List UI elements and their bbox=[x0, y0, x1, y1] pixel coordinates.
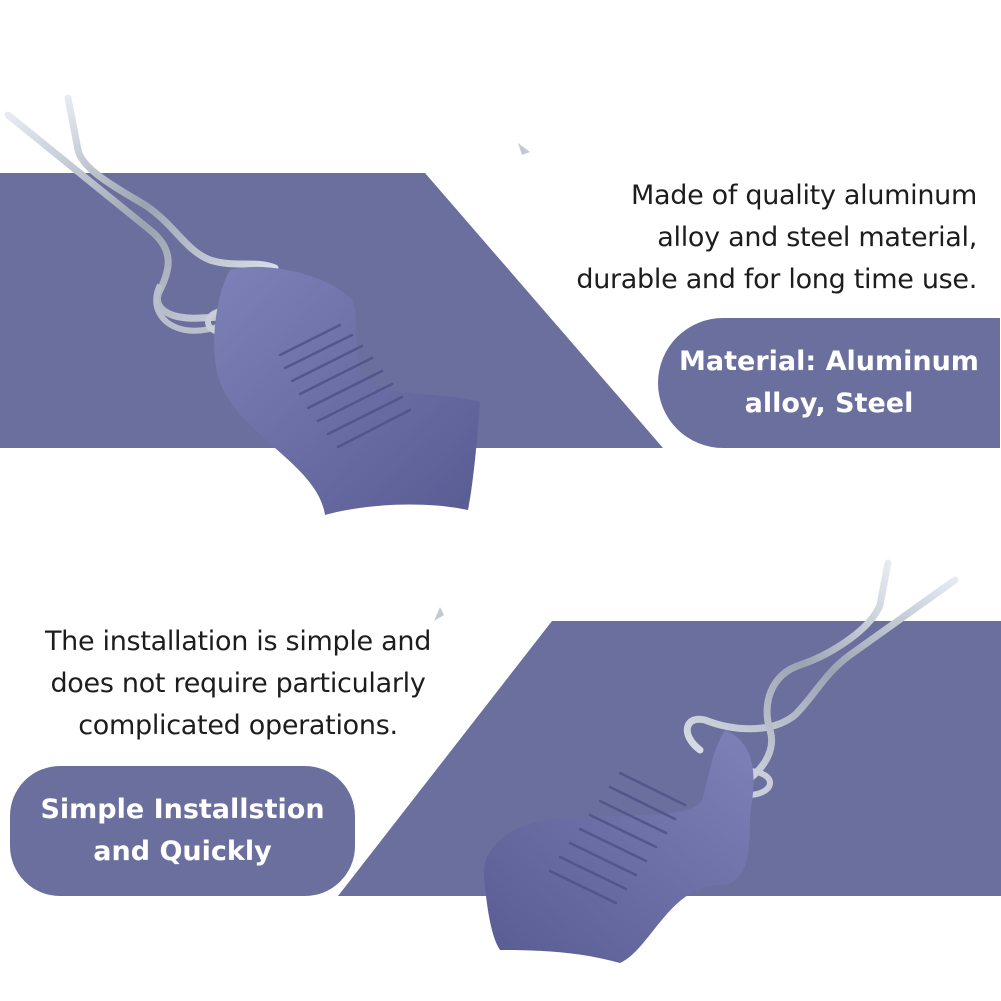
description-line: Made of quality aluminum bbox=[630, 180, 977, 211]
material-description: Made of quality aluminum alloy and steel… bbox=[457, 175, 977, 301]
body-clip-pin-icon bbox=[483, 559, 959, 963]
description-line: The installation is simple and bbox=[44, 626, 432, 657]
installation-description: The installation is simple and does not … bbox=[18, 621, 458, 747]
description-line: complicated operations. bbox=[78, 710, 398, 741]
rubber-tag-icon bbox=[483, 730, 754, 963]
badge-line: Material: Aluminum bbox=[679, 346, 979, 377]
description-line: does not require particularly bbox=[50, 668, 426, 699]
body-clip-pin-icon bbox=[4, 94, 480, 515]
speck-decoration bbox=[518, 143, 530, 155]
description-line: alloy and steel material, bbox=[657, 222, 977, 253]
badge-line: alloy, Steel bbox=[744, 388, 914, 419]
material-badge: Material: Aluminum alloy, Steel bbox=[658, 318, 1000, 448]
badge-line: Simple Installstion bbox=[40, 794, 325, 825]
rubber-tag-icon bbox=[214, 266, 480, 515]
description-line: durable and for long time use. bbox=[576, 264, 977, 295]
speck-decoration bbox=[434, 607, 444, 621]
badge-line: and Quickly bbox=[93, 836, 272, 867]
installation-badge: Simple Installstion and Quickly bbox=[10, 766, 355, 896]
